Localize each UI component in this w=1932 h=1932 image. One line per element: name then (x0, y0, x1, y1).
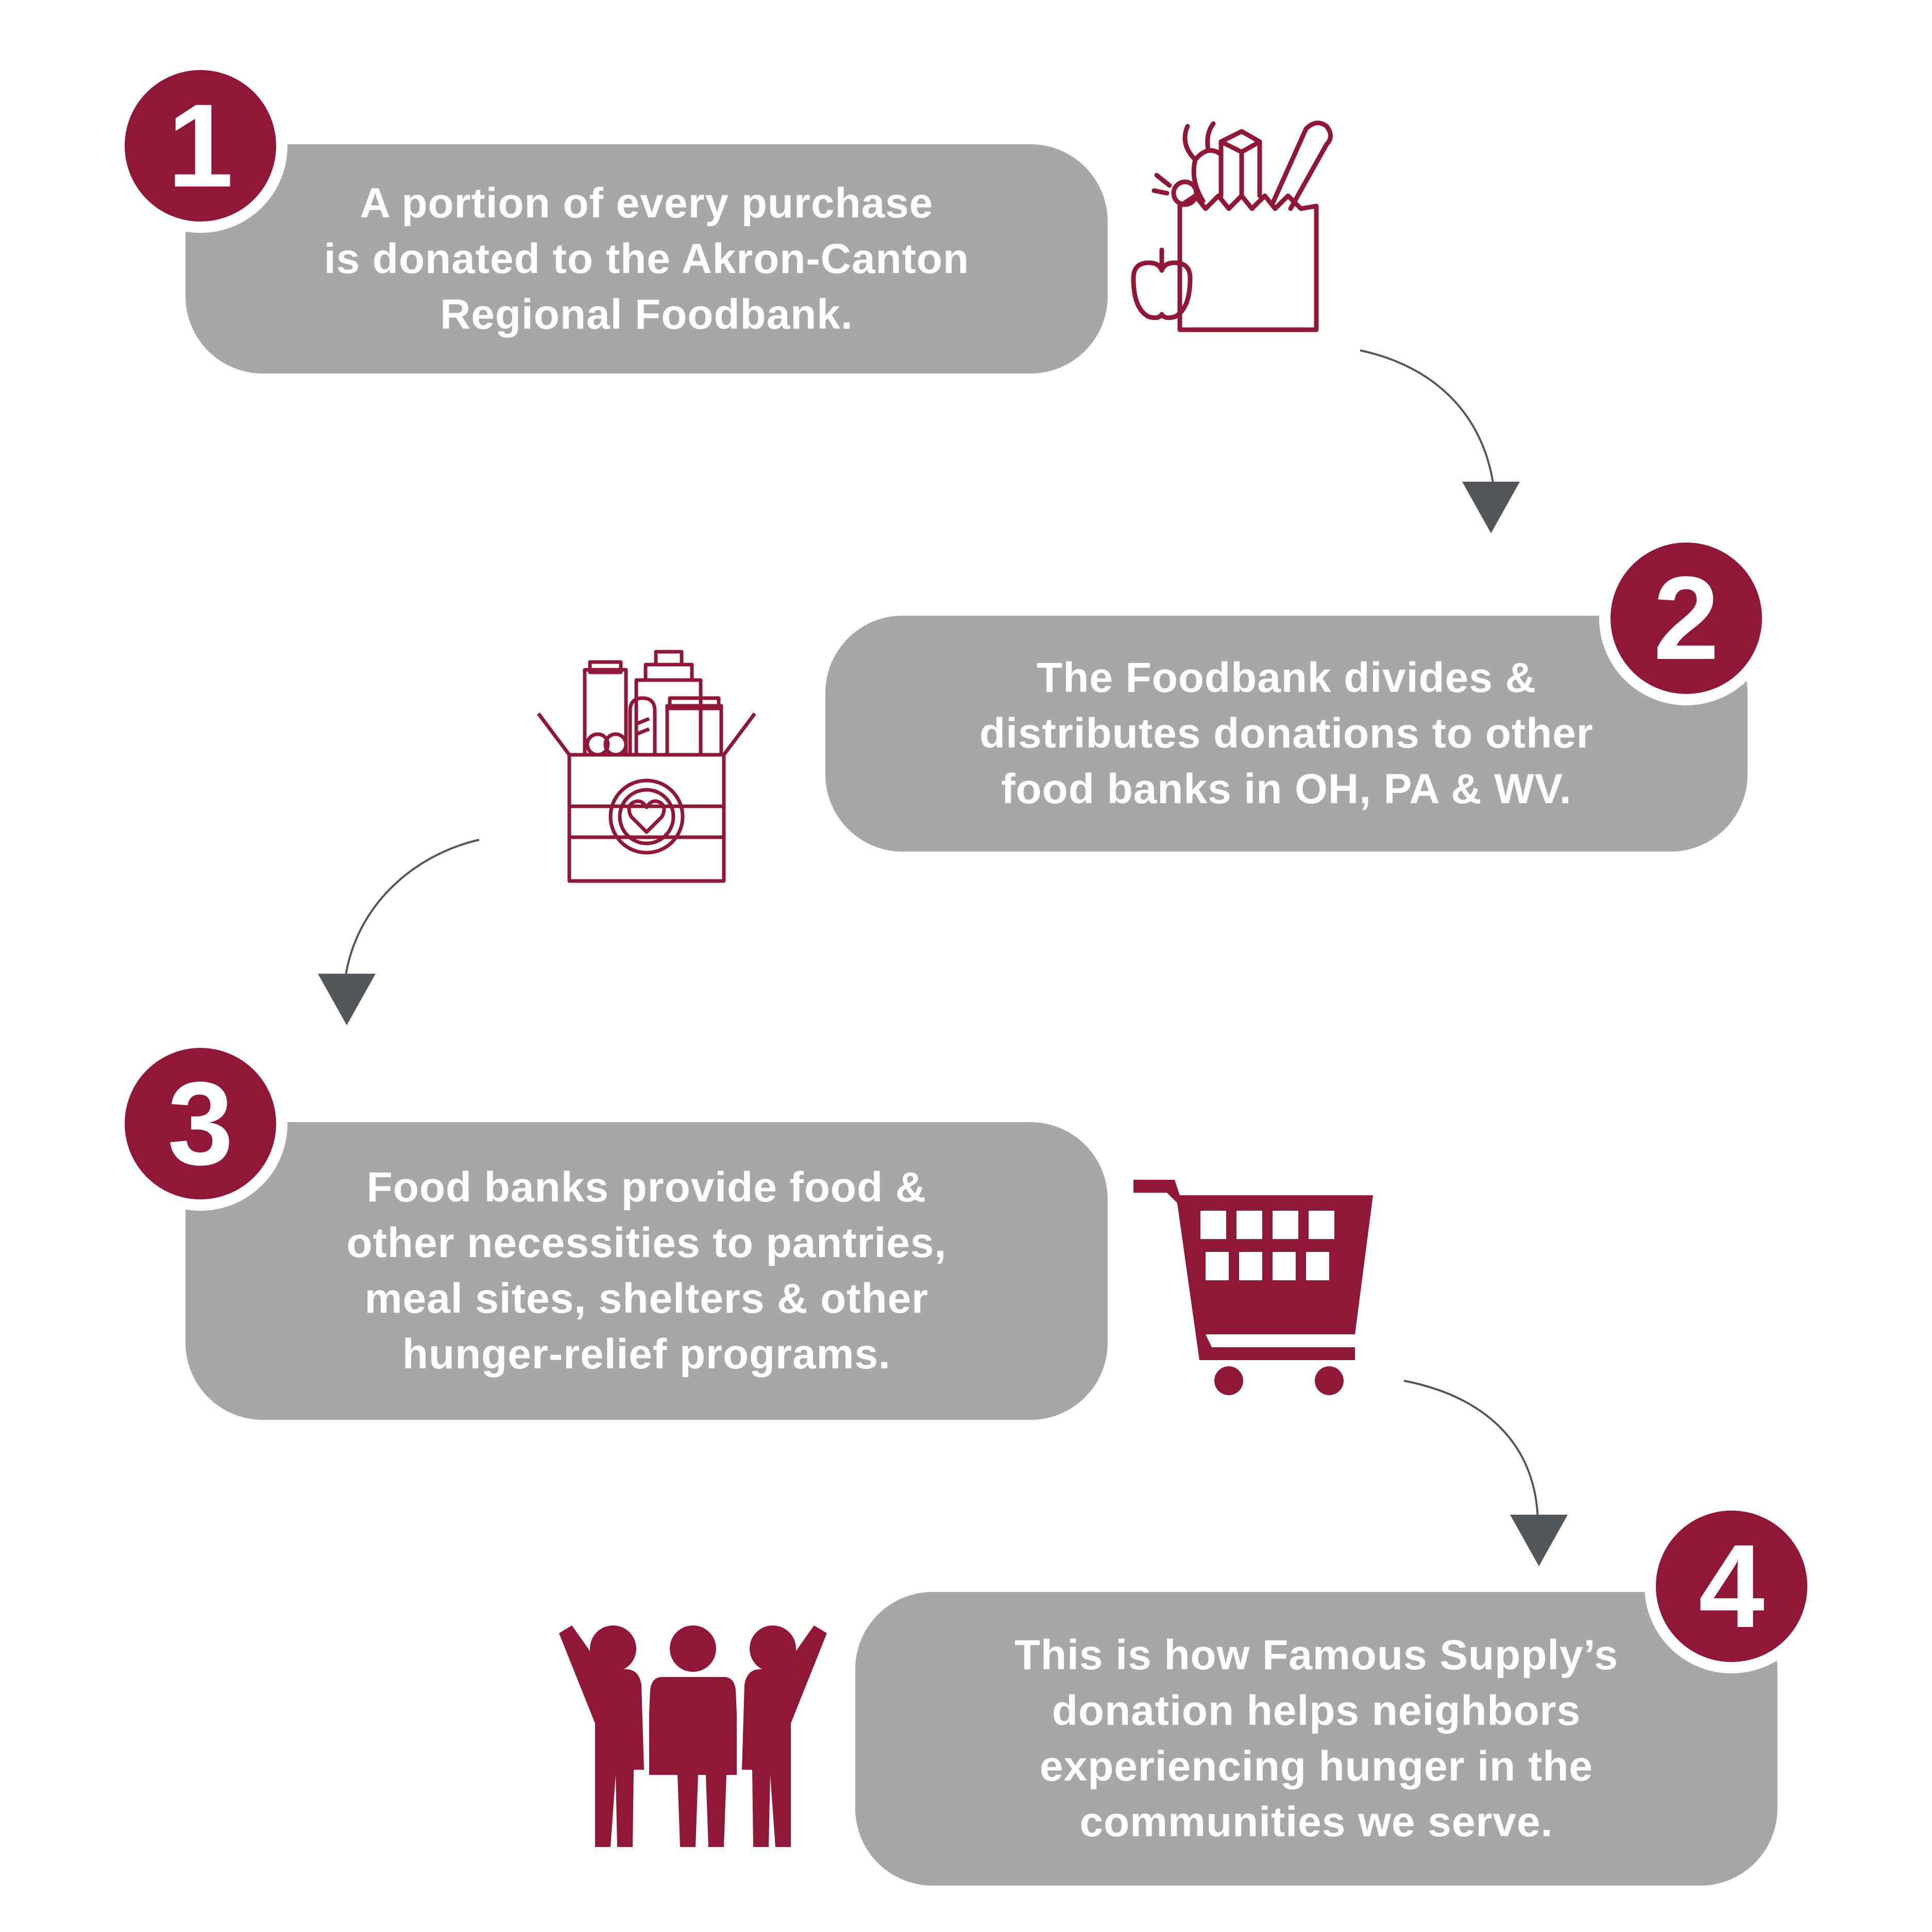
step-2-number: 2 (1653, 552, 1719, 684)
step-1-badge: 1 (113, 59, 287, 233)
step-2-box: The Foodbank divides & distributes donat… (825, 616, 1748, 852)
step-2-badge: 2 (1599, 531, 1773, 705)
step-3-box: Food banks provide food & other necessit… (185, 1122, 1108, 1420)
shopping-cart-icon (1133, 1180, 1373, 1395)
donation-box-icon (537, 650, 756, 883)
step-1-number: 1 (167, 79, 233, 212)
step-4-text: This is how Famous Supply’s donation hel… (1014, 1632, 1619, 1845)
connector-2-3 (344, 839, 480, 979)
step-4-badge: 4 (1645, 1499, 1819, 1673)
grocery-bag-icon (1131, 121, 1333, 332)
arrowhead-2-3 (318, 974, 376, 1025)
arrowhead-3-4 (1510, 1515, 1568, 1566)
connector-3-4 (1403, 1380, 1539, 1520)
step-4-number: 4 (1699, 1520, 1765, 1652)
step-1-box: A portion of every purchase is donated t… (185, 144, 1108, 374)
people-group-icon (559, 1625, 827, 1847)
step-2-text: The Foodbank divides & distributes donat… (979, 654, 1594, 812)
step-3-number: 3 (167, 1057, 233, 1190)
connector-1-2 (1360, 349, 1495, 490)
step-3-text: Food banks provide food & other necessit… (346, 1164, 947, 1378)
step-1-text: A portion of every purchase is donated t… (324, 179, 970, 338)
step-3-badge: 3 (113, 1037, 287, 1211)
step-4-box: This is how Famous Supply’s donation hel… (855, 1592, 1777, 1886)
arrowhead-1-2 (1462, 482, 1520, 533)
